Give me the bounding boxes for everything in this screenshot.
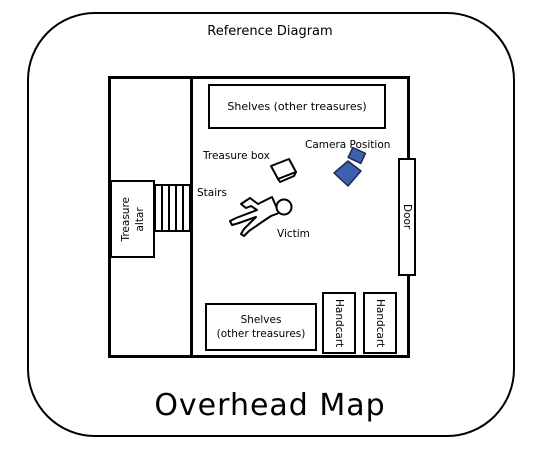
inner-wall [190,76,193,358]
stairs-icon [154,184,191,232]
victim-outline-icon [229,196,293,237]
victim-label: Victim [277,228,310,240]
header-title: Reference Diagram [207,24,333,39]
treasure-box-icon [270,158,297,183]
door-label: Door [401,204,413,230]
door: Door [398,158,416,276]
handcart-2: Handcart [363,292,397,354]
camera-position-label: Camera Position [305,139,391,151]
shelves-bottom-line1: Shelves [240,314,282,326]
stairs-label: Stairs [197,187,227,199]
handcart-2-label: Handcart [374,298,386,348]
treasure-box-label: Treasure box [203,150,270,162]
shelves-bottom-line2: (other treasures) [216,328,306,340]
treasure-altar: Treasure altar [110,180,155,258]
shelves-top-label: Shelves (other treasures) [227,99,367,113]
shelves-top: Shelves (other treasures) [208,84,386,129]
handcart-1-label: Handcart [333,298,345,348]
shelves-bottom: Shelves (other treasures) [205,303,317,351]
camera-icon [333,146,367,187]
map-title: Overhead Map [154,388,386,423]
handcart-1: Handcart [322,292,356,354]
